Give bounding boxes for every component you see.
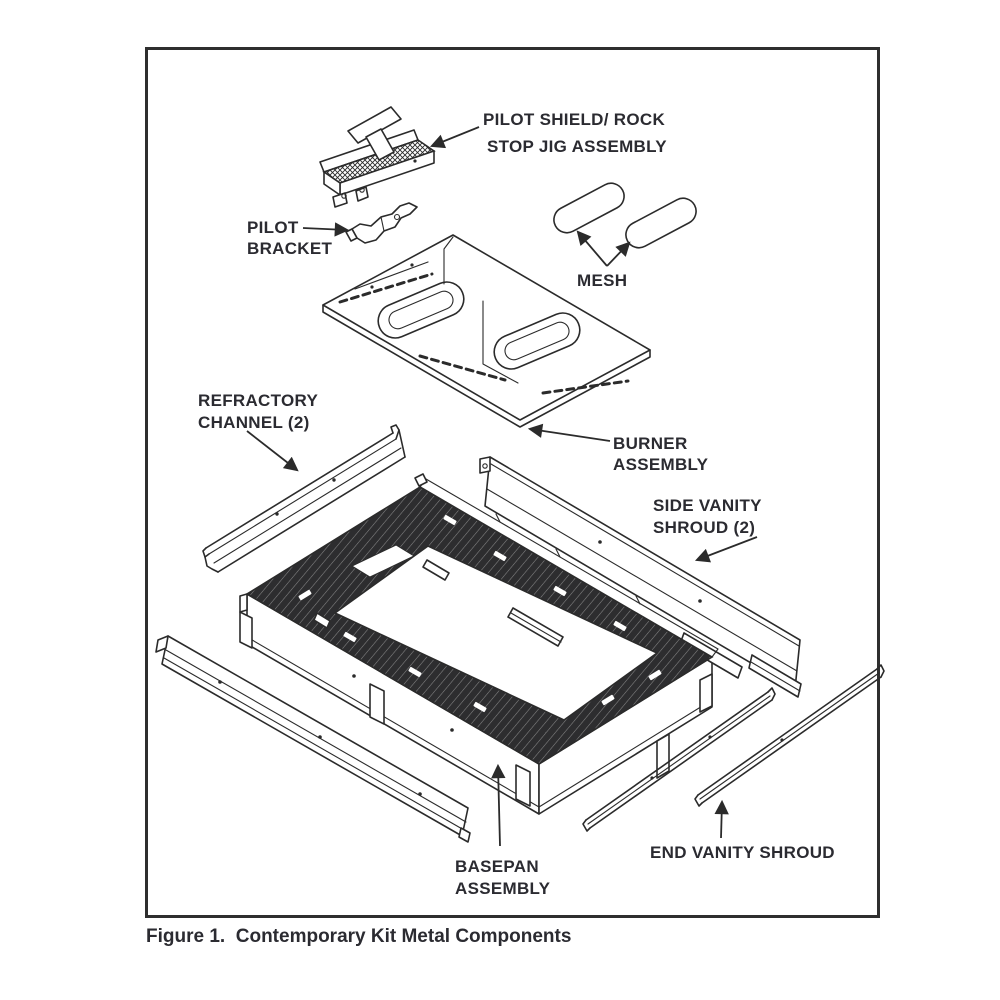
label-side-vanity-shroud-line2: SHROUD (2) bbox=[653, 518, 755, 537]
arrow-pilot-shield bbox=[429, 126, 480, 149]
label-mesh: MESH bbox=[577, 271, 627, 290]
arrow-burner-assembly bbox=[527, 423, 611, 442]
refractory-channel-drawing bbox=[202, 424, 406, 573]
arrow-refractory-channel bbox=[246, 430, 299, 472]
mesh-pieces-drawing bbox=[553, 182, 697, 249]
label-side-vanity-shroud-line1: SIDE VANITY bbox=[653, 496, 762, 515]
label-burner-assembly-line1: BURNER bbox=[613, 434, 688, 453]
burner-assembly-drawing bbox=[322, 234, 651, 428]
mesh-left bbox=[553, 182, 625, 234]
pilot-shield-rock-stop-jig-drawing bbox=[319, 106, 436, 208]
end-vanity-shroud-drawing bbox=[582, 664, 885, 832]
part-labels: PILOT SHIELD/ ROCK STOP JIG ASSEMBLY PIL… bbox=[198, 110, 835, 898]
pilot-bracket-drawing bbox=[345, 202, 418, 244]
label-pilot-shield-line2: STOP JIG ASSEMBLY bbox=[487, 137, 667, 156]
label-pilot-bracket-line1: PILOT bbox=[247, 218, 299, 237]
front-side-vanity-shroud-drawing bbox=[155, 635, 471, 843]
figure-caption: Figure 1. Contemporary Kit Metal Compone… bbox=[146, 926, 572, 947]
arrow-side-vanity-shroud bbox=[694, 536, 758, 563]
arrow-mesh-left bbox=[576, 230, 608, 267]
label-refractory-channel-line2: CHANNEL (2) bbox=[198, 413, 310, 432]
arrow-pilot-bracket bbox=[302, 222, 350, 237]
arrow-end-vanity-shroud bbox=[714, 799, 729, 839]
basepan-assembly-drawing bbox=[239, 473, 743, 815]
label-basepan-assembly-line2: ASSEMBLY bbox=[455, 879, 551, 898]
arrow-mesh-right bbox=[606, 241, 631, 267]
side-vanity-shroud-drawing bbox=[479, 456, 802, 698]
label-pilot-bracket-line2: BRACKET bbox=[247, 239, 333, 258]
label-refractory-channel-line1: REFRACTORY bbox=[198, 391, 318, 410]
label-basepan-assembly-line1: BASEPAN bbox=[455, 857, 539, 876]
label-burner-assembly-line2: ASSEMBLY bbox=[613, 455, 709, 474]
label-pilot-shield-line1: PILOT SHIELD/ ROCK bbox=[483, 110, 665, 129]
mesh-right bbox=[625, 197, 697, 249]
callout-arrows bbox=[246, 126, 758, 847]
arrow-basepan-assembly bbox=[491, 763, 506, 847]
label-end-vanity-shroud: END VANITY SHROUD bbox=[650, 843, 835, 862]
